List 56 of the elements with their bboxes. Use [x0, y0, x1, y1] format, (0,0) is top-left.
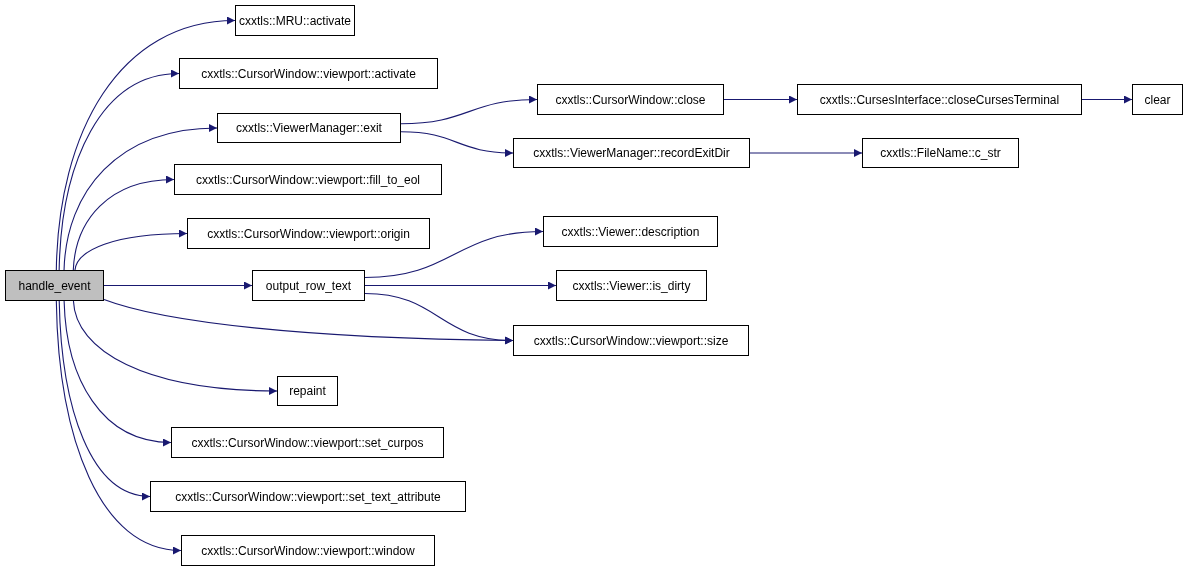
function-box	[537, 84, 724, 115]
function-box	[513, 138, 750, 168]
function-box	[179, 58, 438, 89]
function-box	[187, 218, 430, 249]
function-box	[217, 113, 401, 143]
arrow	[58, 300, 151, 500]
function-name: cxxtls::CursorWindow::viewport::set_text_attribute	[175, 489, 441, 504]
function-name: cxxtls::CursorWindow::viewport::activate	[201, 66, 416, 81]
arrow	[74, 229, 188, 271]
arrow	[400, 95, 538, 125]
function-name: cxxtls::ViewerManager::exit	[236, 121, 382, 135]
arrow	[58, 70, 180, 271]
function-box	[252, 270, 365, 301]
function-box	[5, 270, 104, 301]
function-name: cxxtls::FileName::c_str	[880, 146, 1001, 160]
arrow	[63, 124, 218, 271]
arrow	[400, 131, 514, 157]
arrow	[72, 300, 278, 395]
function-box	[150, 481, 466, 512]
arrow	[723, 95, 798, 104]
function-box	[513, 325, 749, 356]
function-box	[171, 427, 444, 458]
function-name: cxxtls::Viewer::is_dirty	[572, 278, 691, 293]
function-name: cxxtls::Viewer::description	[561, 224, 700, 239]
function-name: handle_event	[18, 278, 91, 293]
function-box	[181, 535, 435, 566]
arrow	[749, 149, 863, 157]
function-box	[543, 216, 718, 247]
function-name: cxxtls::CursesInterface::closeCursesTerminal	[819, 92, 1060, 107]
arrow	[364, 227, 544, 279]
function-name: clear	[1144, 92, 1171, 107]
function-name: cxxtls::CursorWindow::viewport::fill_to_eol	[195, 172, 421, 187]
function-box	[556, 270, 707, 301]
arrow	[72, 175, 175, 271]
function-name: cxxtls::CursorWindow::viewport::set_curpos	[191, 435, 424, 450]
function-name: cxxtls::CursorWindow::close	[555, 92, 706, 107]
function-box	[174, 164, 442, 195]
arrow	[103, 298, 514, 345]
function-name: output_row_text	[265, 278, 352, 293]
function-box	[235, 5, 355, 36]
function-box	[1132, 84, 1183, 115]
arrow	[55, 300, 182, 554]
function-name: cxxtls::CursorWindow::viewport::origin	[207, 226, 410, 241]
arrow	[1081, 95, 1133, 104]
arrow	[364, 281, 557, 290]
arrow	[63, 300, 172, 446]
function-name: cxxtls::ViewerManager::recordExitDir	[533, 146, 730, 160]
function-name: cxxtls::CursorWindow::viewport::size	[533, 333, 729, 348]
function-name: cxxtls::MRU::activate	[239, 13, 351, 28]
arrow	[55, 17, 236, 271]
arrow	[103, 281, 253, 290]
function-name: repaint	[289, 384, 326, 398]
function-box	[862, 138, 1019, 168]
function-box	[797, 84, 1082, 115]
function-name: cxxtls::CursorWindow::viewport::window	[201, 543, 415, 558]
function-box	[277, 376, 338, 406]
